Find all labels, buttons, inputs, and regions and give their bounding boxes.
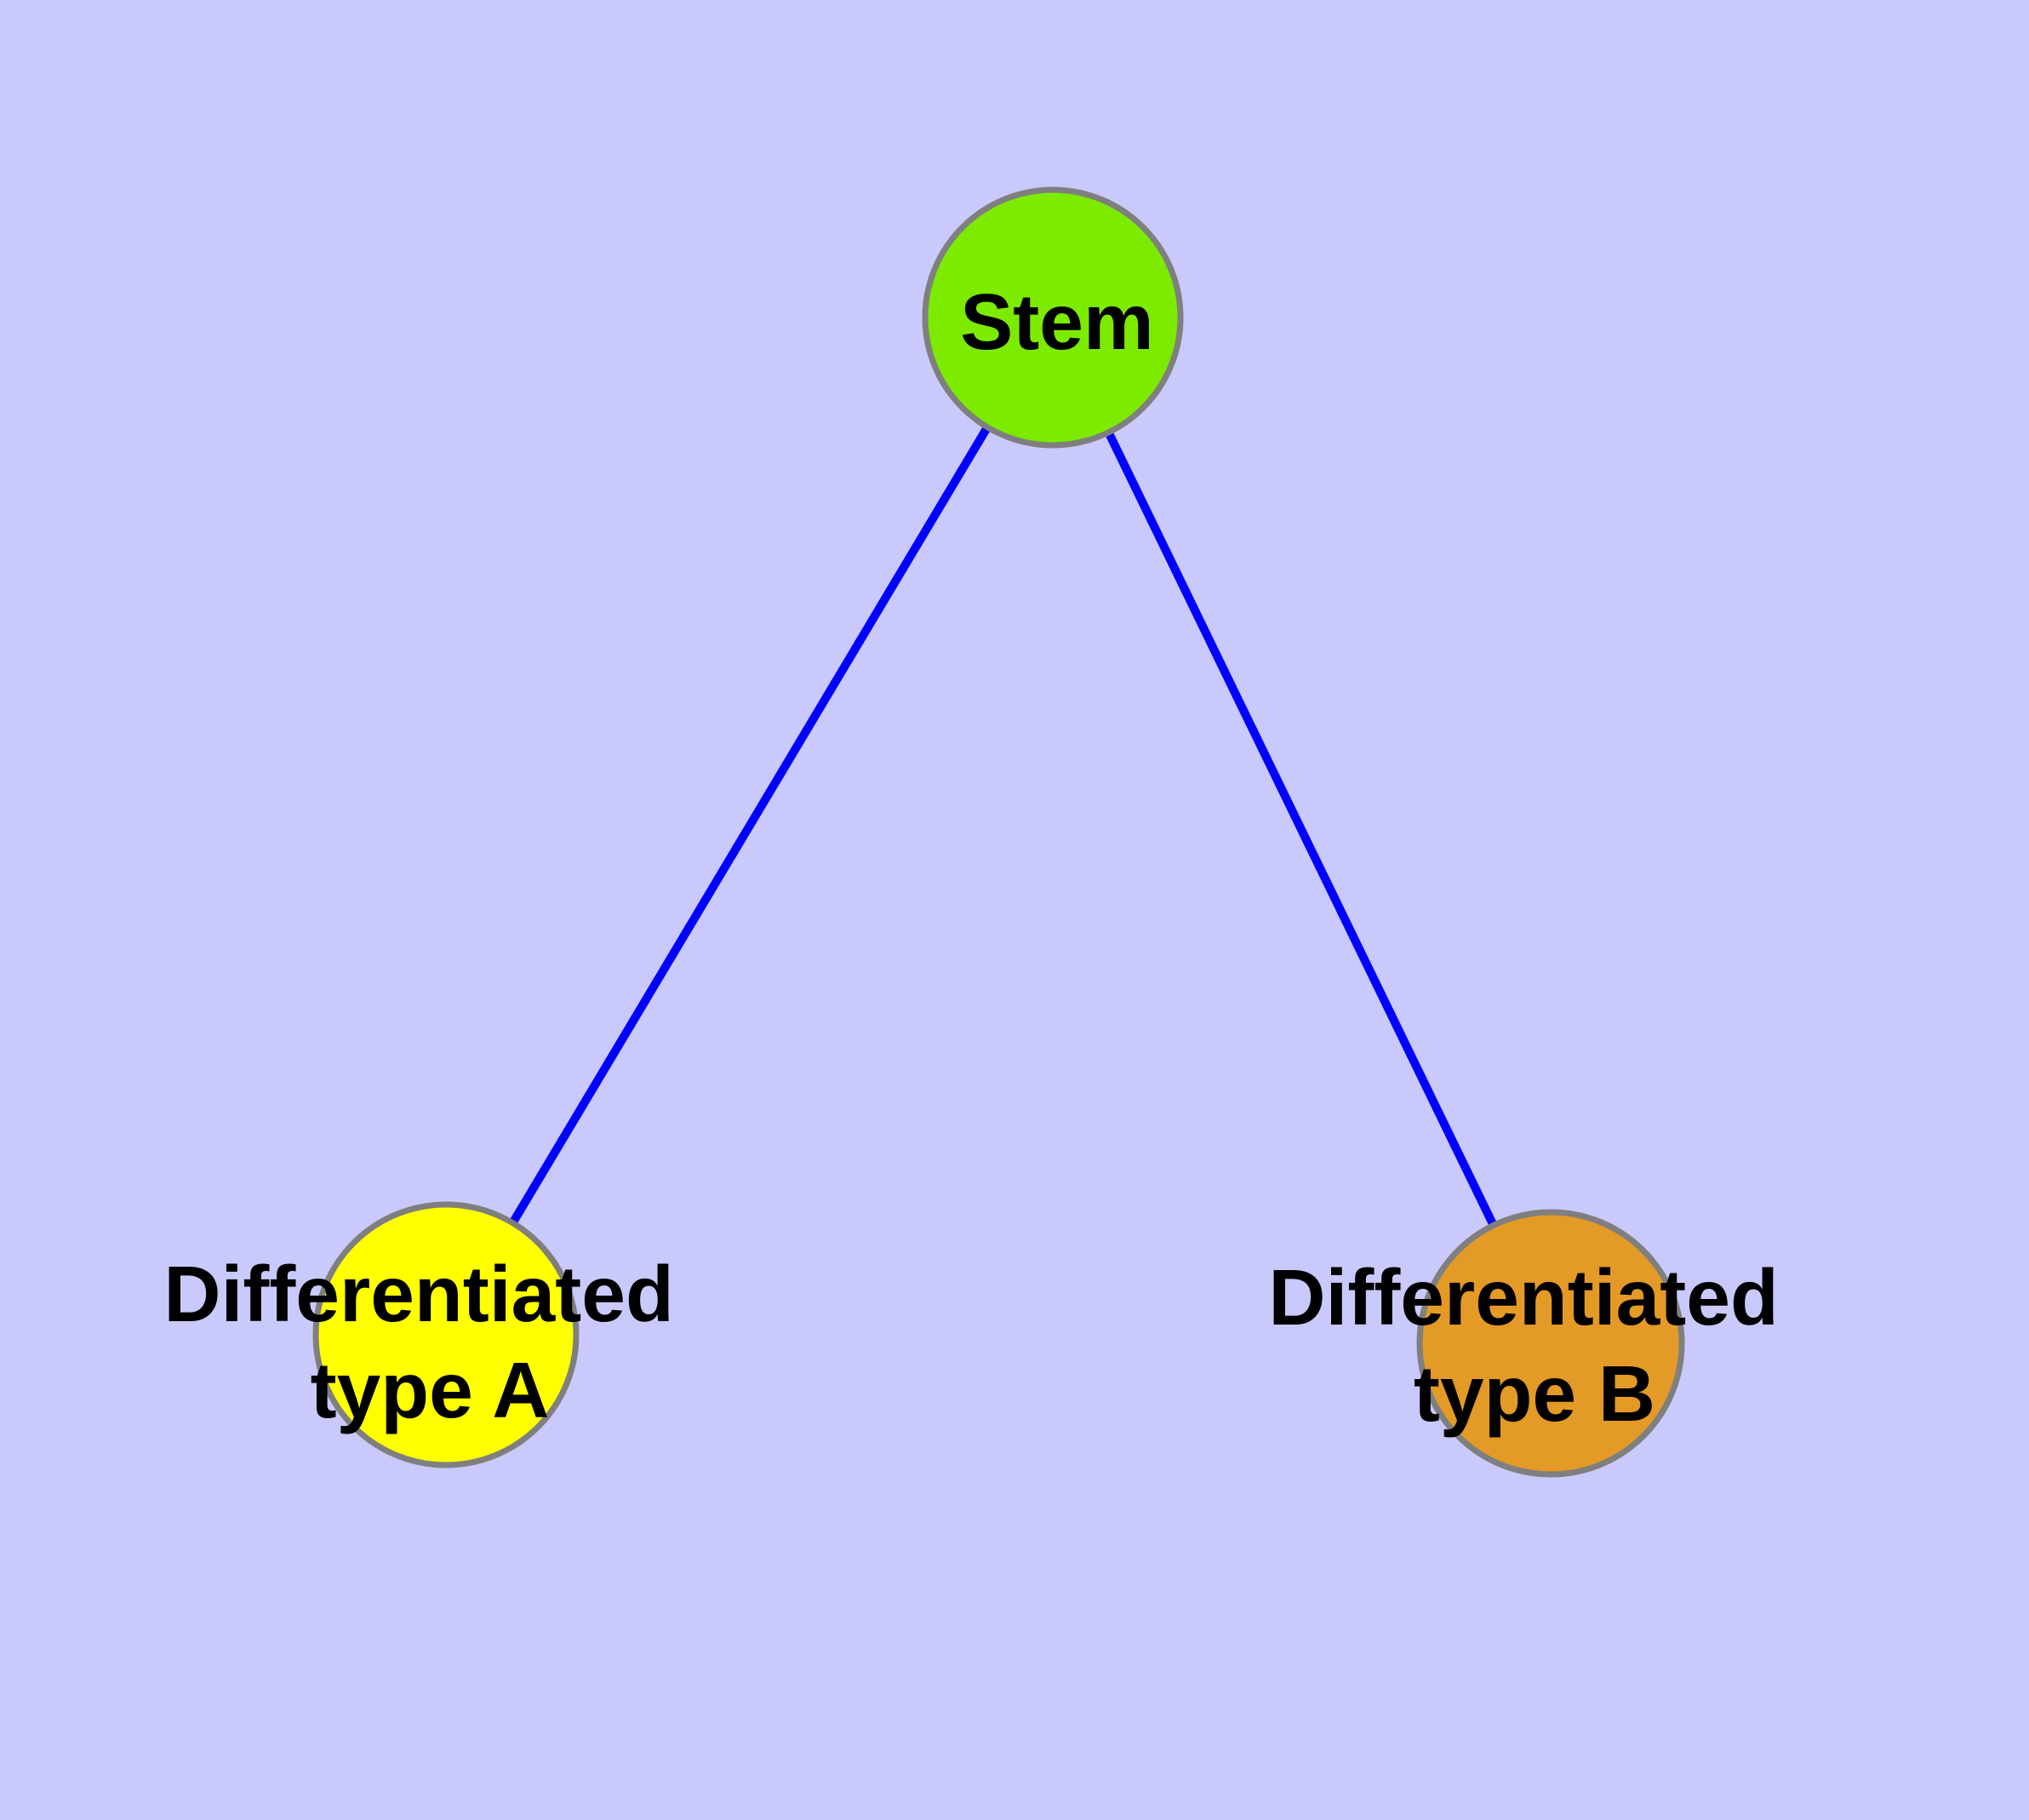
node-differentiated-type-a-label-line1: Differentiated <box>163 1250 673 1338</box>
node-stem-label: Stem <box>960 278 1153 366</box>
node-differentiated-type-b-label-line2: type B <box>1414 1349 1655 1438</box>
node-differentiated-type-b-label-line1: Differentiated <box>1268 1253 1778 1342</box>
node-stem <box>922 186 1184 449</box>
node-differentiated-type-a <box>312 1201 580 1468</box>
node-differentiated-type-a-label-line2: type A <box>311 1346 550 1434</box>
edge-stem-to-type-a <box>442 315 1057 1337</box>
node-differentiated-type-b-label: Differentiated type B <box>1268 1253 1800 1438</box>
node-differentiated-type-b <box>1416 1209 1685 1478</box>
node-differentiated-type-a-label: Differentiated type A <box>163 1250 695 1434</box>
edge-stem-to-type-b <box>1049 315 1555 1346</box>
